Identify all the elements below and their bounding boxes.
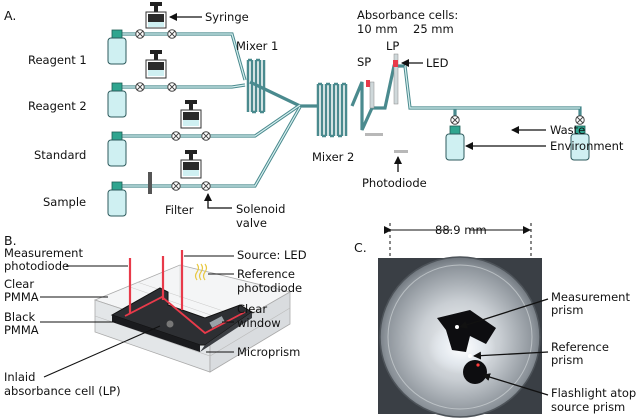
bottle-waste-left: [445, 125, 465, 161]
meas-photodiode-1: Measurement: [4, 246, 83, 260]
waste-label: Waste: [550, 123, 585, 137]
flashlight-1: Flashlight atop: [551, 386, 636, 400]
device-photo: [378, 256, 542, 418]
reagent-1-label: Reagent 1: [28, 53, 87, 67]
panel-a-label: A.: [4, 8, 16, 23]
solenoid-label-2: valve: [236, 216, 267, 230]
clear-window-2: window: [237, 316, 281, 330]
syringe-2: [145, 50, 167, 79]
ref-prism-2: prism: [551, 353, 583, 367]
mixer-1: [246, 58, 266, 114]
clear-pmma-1: Clear: [4, 277, 34, 291]
ref-prism-1: Reference: [551, 340, 609, 354]
panel-a: A. Mixer 1 Mixer 2: [4, 2, 624, 230]
black-pmma-1: Black: [4, 310, 35, 324]
panel-c: C. 88.9 mm Measurement prism Reference p…: [354, 223, 636, 418]
ref-photodiode-1: Reference: [237, 267, 295, 281]
absorbance-len-25: 25 mm: [413, 22, 454, 36]
reagent-2-label: Reagent 2: [28, 99, 87, 113]
absorbance-title: Absorbance cells:: [357, 8, 458, 22]
ref-photodiode-2: photodiode: [237, 281, 302, 295]
panel-b: B. Measurement photodiode Sour: [4, 233, 307, 398]
absorbance-cells: [365, 53, 408, 153]
flashlight-2: source prism: [551, 400, 625, 414]
absorbance-len-10: 10 mm: [357, 22, 398, 36]
sample-label: Sample: [43, 195, 86, 209]
standard-label: Standard: [34, 148, 86, 162]
syringe-4: [180, 150, 202, 179]
solenoid-valves: [135, 29, 585, 191]
dimension-label: 88.9 mm: [435, 223, 487, 237]
led-label: LED: [426, 56, 449, 70]
inlaid-2: absorbance cell (LP): [4, 384, 121, 398]
filter-label: Filter: [165, 203, 194, 217]
lp-label: LP: [386, 39, 399, 53]
bottle-standard: [107, 131, 127, 167]
filter-element: [148, 172, 152, 194]
meas-prism-2: prism: [551, 303, 583, 317]
bottle-reagent-1: [107, 29, 127, 65]
black-pmma-layer: [110, 287, 253, 352]
clear-pmma-2: PMMA: [4, 290, 39, 304]
syringe-3: [180, 100, 202, 129]
solenoid-label-1: Solenoid: [236, 202, 285, 216]
bottle-reagent-2: [107, 82, 127, 118]
black-pmma-2: PMMA: [4, 323, 39, 337]
microprism-label: Microprism: [237, 345, 300, 359]
panel-b-label: B.: [4, 233, 17, 248]
mixer-1-label: Mixer 1: [236, 39, 278, 53]
meas-photodiode-2: photodiode: [4, 259, 69, 273]
sp-label: SP: [357, 55, 371, 69]
inlaid-1: Inlaid: [4, 370, 35, 384]
environment-label: Environment: [550, 139, 624, 153]
bottle-environment-right: [570, 125, 590, 161]
syringe-1: [145, 2, 167, 29]
syringe-label: Syringe: [205, 10, 249, 24]
meas-prism-1: Measurement: [551, 290, 630, 304]
photodiode-label: Photodiode: [362, 176, 427, 190]
bottle-sample: [107, 181, 127, 217]
panel-c-label: C.: [354, 240, 367, 255]
light-beams: [128, 250, 208, 314]
source-led-label: Source: LED: [237, 248, 307, 262]
clear-window-1: Clear: [237, 302, 267, 316]
mixer-2: [316, 82, 348, 138]
mixer-2-label: Mixer 2: [312, 150, 354, 164]
